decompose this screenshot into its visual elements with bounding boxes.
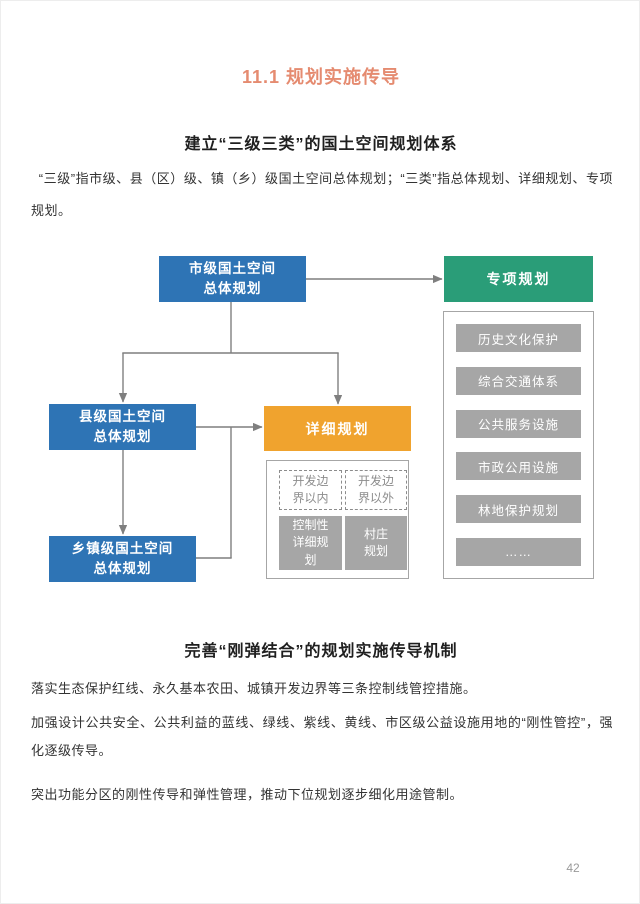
paragraph-rigid-control: 加强设计公共安全、公共利益的蓝线、绿线、紫线、黄线、市区级公益设施用地的“刚性管… [31, 715, 613, 758]
special-item-municipal-utilities: 市政公用设施 [456, 452, 581, 481]
node-county-master-plan: 县级国土空间 总体规划 [49, 404, 196, 450]
connector-lines [118, 274, 443, 559]
heading-mechanism: 完善“刚弹结合”的规划实施传导机制 [184, 643, 458, 660]
node-township-master-plan: 乡镇级国土空间 总体规划 [49, 536, 196, 582]
heading-planning-system: 建立“三级三类”的国土空间规划体系 [184, 136, 458, 153]
page-title: 11.1 规划实施传导 [241, 67, 401, 87]
paragraph-system-intro: “三级”指市级、县（区）级、镇（乡）级国土空间总体规划；“三类”指总体规划、详细… [31, 171, 613, 218]
type-village-plan: 村庄 规划 [345, 516, 407, 570]
page-number: 42 [566, 861, 580, 875]
detailed-plan-panel: 开发边 界以内 开发边 界以外 控制性 详细规 划 村庄 规划 [266, 460, 409, 579]
node-special-plan: 专项规划 [444, 256, 593, 302]
node-detailed-plan: 详细规划 [264, 406, 411, 451]
zone-inside-boundary: 开发边 界以内 [279, 470, 342, 510]
special-item-historic-culture: 历史文化保护 [456, 324, 581, 352]
special-item-ellipsis: …… [456, 537, 581, 566]
zone-outside-boundary: 开发边 界以外 [345, 470, 407, 510]
special-item-public-services: 公共服务设施 [456, 409, 581, 438]
planning-transmission-flowchart: 市级国土空间 总体规划 专项规划 历史文化保护 综合交通体系 公共服务设施 市政… [1, 251, 639, 591]
special-item-transport: 综合交通体系 [456, 366, 581, 395]
node-city-master-plan: 市级国土空间 总体规划 [159, 256, 306, 302]
special-plan-panel: 历史文化保护 综合交通体系 公共服务设施 市政公用设施 林地保护规划 …… [443, 311, 594, 579]
paragraph-functional-zones: 突出功能分区的刚性传导和弹性管理，推动下位规划逐步细化用途管制。 [31, 787, 464, 802]
special-item-forest-protection: 林地保护规划 [456, 495, 581, 524]
paragraph-control-lines: 落实生态保护红线、永久基本农田、城镇开发边界等三条控制线管控措施。 [31, 681, 477, 696]
type-regulatory-detailed-plan: 控制性 详细规 划 [279, 516, 342, 570]
